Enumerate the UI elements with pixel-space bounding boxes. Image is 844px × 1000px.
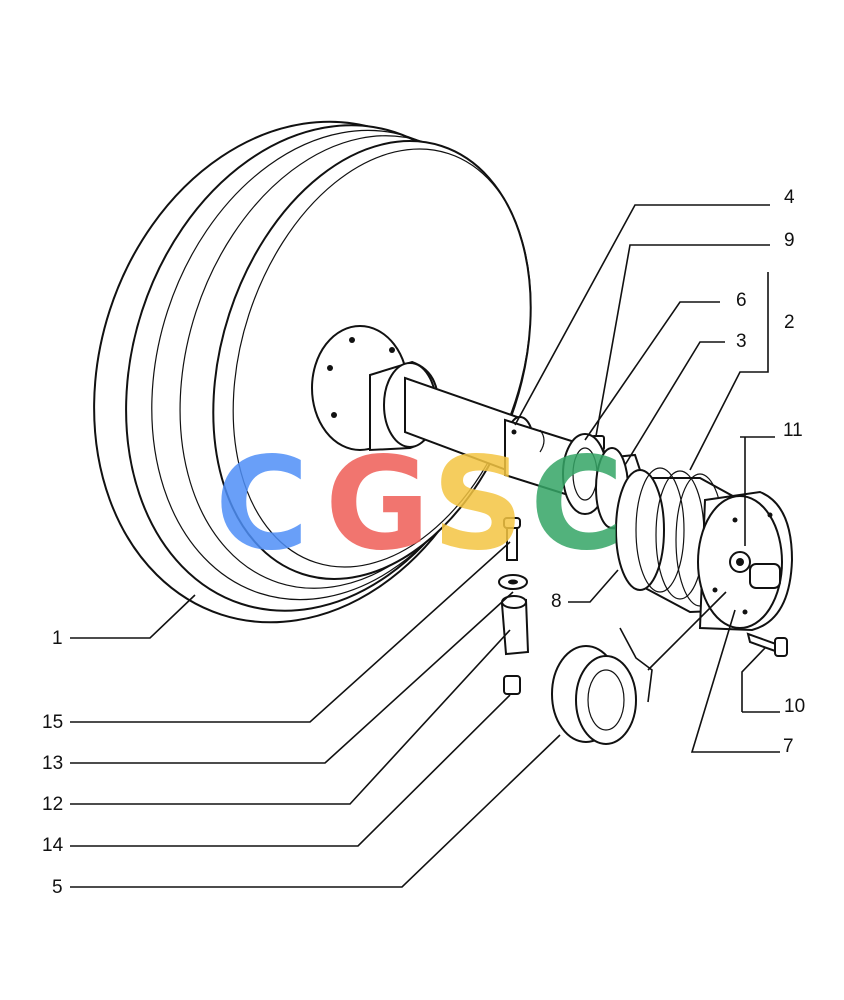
callout-14: 14 — [42, 835, 64, 856]
callout-12: 12 — [42, 794, 63, 815]
callout-8: 8 — [551, 591, 562, 612]
callout-9: 9 — [784, 230, 795, 251]
callout-1: 1 — [52, 628, 63, 649]
callout-4: 4 — [784, 187, 795, 208]
callout-11: 11 — [783, 420, 803, 441]
cap-part-14 — [503, 675, 521, 695]
bushing-part-5 — [551, 645, 637, 745]
watermark-letter-4: C — [530, 430, 624, 579]
watermark-letter-1: C — [215, 430, 309, 579]
plug-part-12 — [500, 595, 530, 656]
callout-10: 10 — [784, 696, 805, 717]
idler-wheel — [93, 120, 532, 624]
washer-part-13 — [498, 574, 528, 590]
watermark: C G S C — [215, 430, 624, 579]
callout-15: 15 — [42, 712, 63, 733]
callout-7: 7 — [783, 736, 794, 757]
callout-6: 6 — [736, 290, 747, 311]
end-cover-part-7 — [697, 490, 794, 632]
leader-lines — [70, 204, 780, 888]
callout-labels: 1 2 3 4 5 6 7 8 9 10 11 12 13 14 15 — [42, 187, 805, 898]
callout-13: 13 — [42, 753, 63, 774]
callout-2: 2 — [784, 312, 795, 333]
callout-3: 3 — [736, 331, 747, 352]
bolt-part-10 — [746, 632, 788, 657]
watermark-letter-3: S — [432, 430, 524, 579]
watermark-letter-2: G — [325, 430, 430, 579]
callout-5: 5 — [52, 877, 63, 898]
